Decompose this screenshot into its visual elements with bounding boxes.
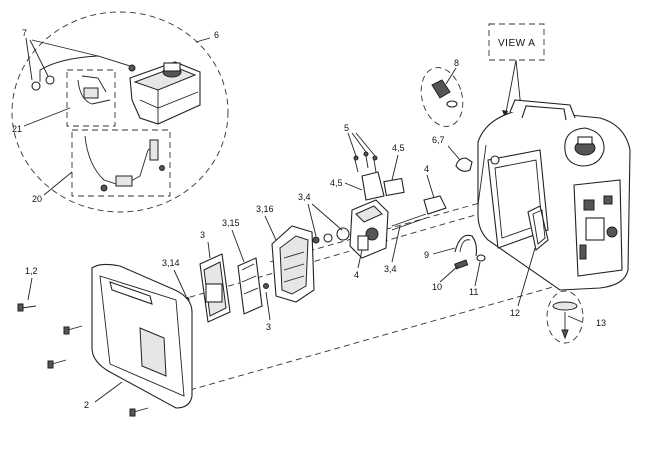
part-8-detail [420, 67, 464, 127]
callout-4-5-left: 4,5 [330, 178, 343, 188]
view-a-label: VIEW A [498, 38, 535, 49]
fuel-tank [129, 61, 201, 125]
callout-8: 8 [454, 58, 459, 68]
callout-3-bolt: 3 [266, 322, 271, 332]
air-filter-element [237, 257, 269, 315]
fuel-hoses [31, 55, 165, 192]
callout-4-5-right: 4,5 [392, 143, 405, 153]
callout-21: 21 [12, 124, 22, 134]
callout-11: 11 [469, 287, 478, 297]
callout-4-carburetor: 4 [354, 270, 359, 280]
carburetor-assembly [312, 151, 447, 259]
generator-housing [477, 99, 631, 291]
callout-7: 7 [22, 28, 27, 38]
callout-3-4-lower: 3,4 [384, 264, 397, 274]
callout-5: 5 [344, 123, 349, 133]
part-6-7 [455, 157, 473, 172]
callout-10: 10 [432, 282, 442, 292]
screws [17, 303, 149, 417]
air-cleaner-housing [271, 225, 315, 303]
fuel-tank-detail-circle [11, 11, 229, 213]
part-10-11-fasteners [454, 254, 486, 270]
callout-13: 13 [596, 318, 606, 328]
callout-6: 6 [214, 30, 219, 40]
air-cleaner-cover [182, 253, 231, 323]
side-cover-panel [91, 263, 193, 409]
callout-1-2: 1,2 [25, 266, 38, 276]
callout-3-16: 3,16 [256, 204, 274, 214]
callout-2: 2 [84, 400, 89, 410]
callout-3-14: 3,14 [162, 258, 180, 268]
part-12-bracket [527, 205, 549, 252]
callout-12: 12 [510, 308, 520, 318]
callout-labels: 1,2 2 3 3 3,14 3,15 3,16 3,4 3,4 4 4 4,5… [12, 28, 606, 410]
callout-6-7: 6,7 [432, 135, 445, 145]
callout-3-15: 3,15 [222, 218, 240, 228]
part-13-foot [546, 290, 584, 344]
leader-lines [23, 37, 583, 403]
callout-4-plate: 4 [424, 164, 429, 174]
callout-9: 9 [424, 250, 429, 260]
callout-20: 20 [32, 194, 42, 204]
callout-3-4-upper: 3,4 [298, 192, 311, 202]
callout-3-cover: 3 [200, 230, 205, 240]
part-9-clamp [454, 234, 478, 257]
